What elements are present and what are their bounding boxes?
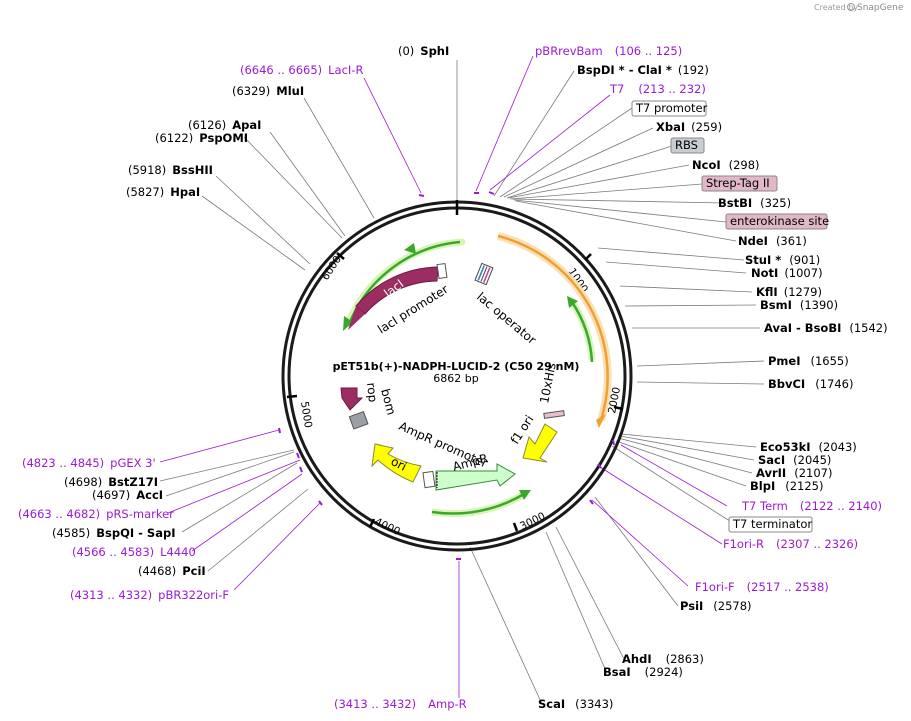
site-label-bspqi[interactable]: (4585)BspQI - SapI [52, 526, 176, 540]
site-label-stui[interactable]: StuI *(901) [745, 253, 820, 267]
credit-prefix: Created by [814, 3, 858, 12]
feature-box-t7-promoter[interactable] [631, 100, 707, 117]
backbone-ticks [286, 252, 624, 532]
primer-label-t7[interactable]: T7(213 .. 232) [609, 82, 706, 96]
lacI-arrowhead [348, 306, 365, 330]
tick-label-3000: 3000 [518, 510, 547, 533]
site-label-bstz17i[interactable]: (4698)BstZ17I [64, 475, 158, 489]
primer-label-f1ori-r[interactable]: F1ori-R(2307 .. 2326) [723, 537, 858, 551]
feature-box-t7-terminator[interactable] [728, 516, 813, 533]
feature-box-strep-tag-label: Strep-Tag II [706, 176, 770, 190]
bottom-orf-arrowhead [519, 490, 531, 500]
site-label-sphi[interactable]: (0)SphI [398, 44, 449, 58]
tick-label-5000: 5000 [298, 401, 314, 429]
AmpR-promoter-marker [422, 470, 436, 489]
primer-label-f1ori-f[interactable]: F1ori-F(2517 .. 2538) [695, 580, 829, 594]
site-label-ndei[interactable]: NdeI(361) [738, 234, 807, 248]
ori-label: ori [389, 454, 409, 474]
primer-label-l4440[interactable]: (4566 .. 4583)L4440 [72, 545, 196, 559]
site-label-bsai[interactable]: BsaI(2924) [603, 665, 683, 679]
lac-operator-label: lac operator [474, 290, 539, 348]
plasmid-length: 6862 bp [433, 372, 478, 385]
right-orf-arrow [570, 301, 594, 363]
site-label-xbai[interactable]: XbaI(259) [656, 120, 722, 134]
bottom-orf-arrow [431, 492, 525, 515]
site-label-pmei[interactable]: PmeI(1655) [768, 354, 849, 368]
right-orf-arrowhead [567, 296, 578, 308]
site-label-avrii[interactable]: AvrII(2107) [756, 466, 832, 480]
rop-label: rop [364, 382, 380, 403]
site-label-bsmi[interactable]: BsmI(1390) [760, 298, 838, 312]
f1-ori-feature[interactable] [522, 423, 558, 463]
bom-label: bom [378, 387, 398, 416]
site-leader-lines [159, 60, 765, 705]
feature-box-enterokinase[interactable] [725, 213, 828, 230]
feature-box-rbs-label: RBS [675, 138, 698, 152]
feature-box-t7-promoter-label: T7 promoter [635, 101, 708, 115]
site-label-kfli[interactable]: KflI(1279) [756, 285, 822, 299]
site-label-acci[interactable]: (4697)AccI [92, 488, 163, 502]
lacI-promoter-marker [436, 262, 448, 280]
site-label-bbvci[interactable]: BbvCI(1746) [768, 377, 853, 391]
primer-label-pgex-3[interactable]: (4823 .. 4845)pGEX 3' [22, 456, 156, 470]
site-label-ahdi[interactable]: AhdI(2863) [622, 652, 704, 666]
site-label-eco53ki[interactable]: Eco53kI(2043) [760, 440, 857, 454]
site-label-avai[interactable]: AvaI - BsoBI(1542) [764, 321, 888, 335]
primer-label-pbrrevbam[interactable]: pBRrevBam(106 .. 125) [535, 44, 682, 58]
AmpR-feature[interactable] [435, 463, 516, 491]
feature-box-rbs[interactable] [670, 137, 705, 154]
primer-label-amp-r[interactable]: (3413 .. 3432)Amp-R [334, 697, 467, 711]
rop-feature[interactable] [340, 387, 364, 411]
ori-feature[interactable] [371, 443, 422, 483]
site-label-psii[interactable]: PsiI(2578) [680, 599, 752, 613]
primer-label-laci-r[interactable]: (6646 .. 6665)LacI-R [240, 63, 363, 77]
site-label-bstbi[interactable]: BstBI(325) [718, 196, 791, 210]
primer-markers [278, 191, 615, 560]
site-label-blpi[interactable]: BlpI(2125) [750, 479, 823, 493]
site-label-scai[interactable]: ScaI(3343) [538, 697, 613, 711]
his-tag-marker [543, 410, 565, 419]
lacI-orf-arrowhead-lower [343, 316, 353, 331]
site-label-bsshii[interactable]: (5918)BssHII [128, 163, 213, 177]
site-label-pcii[interactable]: (4468)PciI [138, 564, 206, 578]
feature-box-enterokinase-label: enterokinase site [730, 214, 829, 228]
site-label-saci[interactable]: SacI(2045) [758, 453, 831, 467]
feature-box-t7-terminator-label: T7 terminator [732, 517, 812, 531]
site-label-bspdi[interactable]: BspDI * - ClaI *(192) [577, 63, 709, 77]
primer-label-t7-term[interactable]: T7 Term(2122 .. 2140) [741, 499, 882, 513]
primer-leader-lines [159, 55, 728, 698]
site-label-hpai[interactable]: (5827)HpaI [126, 185, 200, 199]
site-label-mlui[interactable]: (6329)MluI [232, 84, 304, 98]
credit-brand: SnapGene [857, 3, 904, 13]
plasmid-name: pET51b(+)-NADPH-LUCID-2 (C50 29 nM) [333, 360, 580, 373]
site-label-pspomi[interactable]: (6122)PspOMI [155, 131, 248, 145]
his-orf-arrowhead [596, 414, 606, 428]
site-label-ncoi[interactable]: NcoI(298) [692, 158, 760, 172]
lac-operator-marker [474, 262, 494, 286]
snapgene-logo-icon [847, 3, 855, 11]
his-orf-arrow [497, 234, 609, 421]
tick-label-6000: 6000 [319, 254, 344, 283]
feature-box-strep-tag[interactable] [701, 175, 778, 192]
bom-feature[interactable] [348, 410, 369, 430]
site-label-apai[interactable]: (6126)ApaI [188, 118, 261, 132]
primer-label-prs-marker[interactable]: (4663 .. 4682)pRS-marker [18, 507, 174, 521]
lacI-orf-arrowhead-upper [404, 243, 416, 254]
site-label-noti[interactable]: NotI(1007) [751, 266, 823, 280]
primer-label-pbr322ori-f[interactable]: (4313 .. 4332)pBR322ori-F [70, 588, 229, 602]
